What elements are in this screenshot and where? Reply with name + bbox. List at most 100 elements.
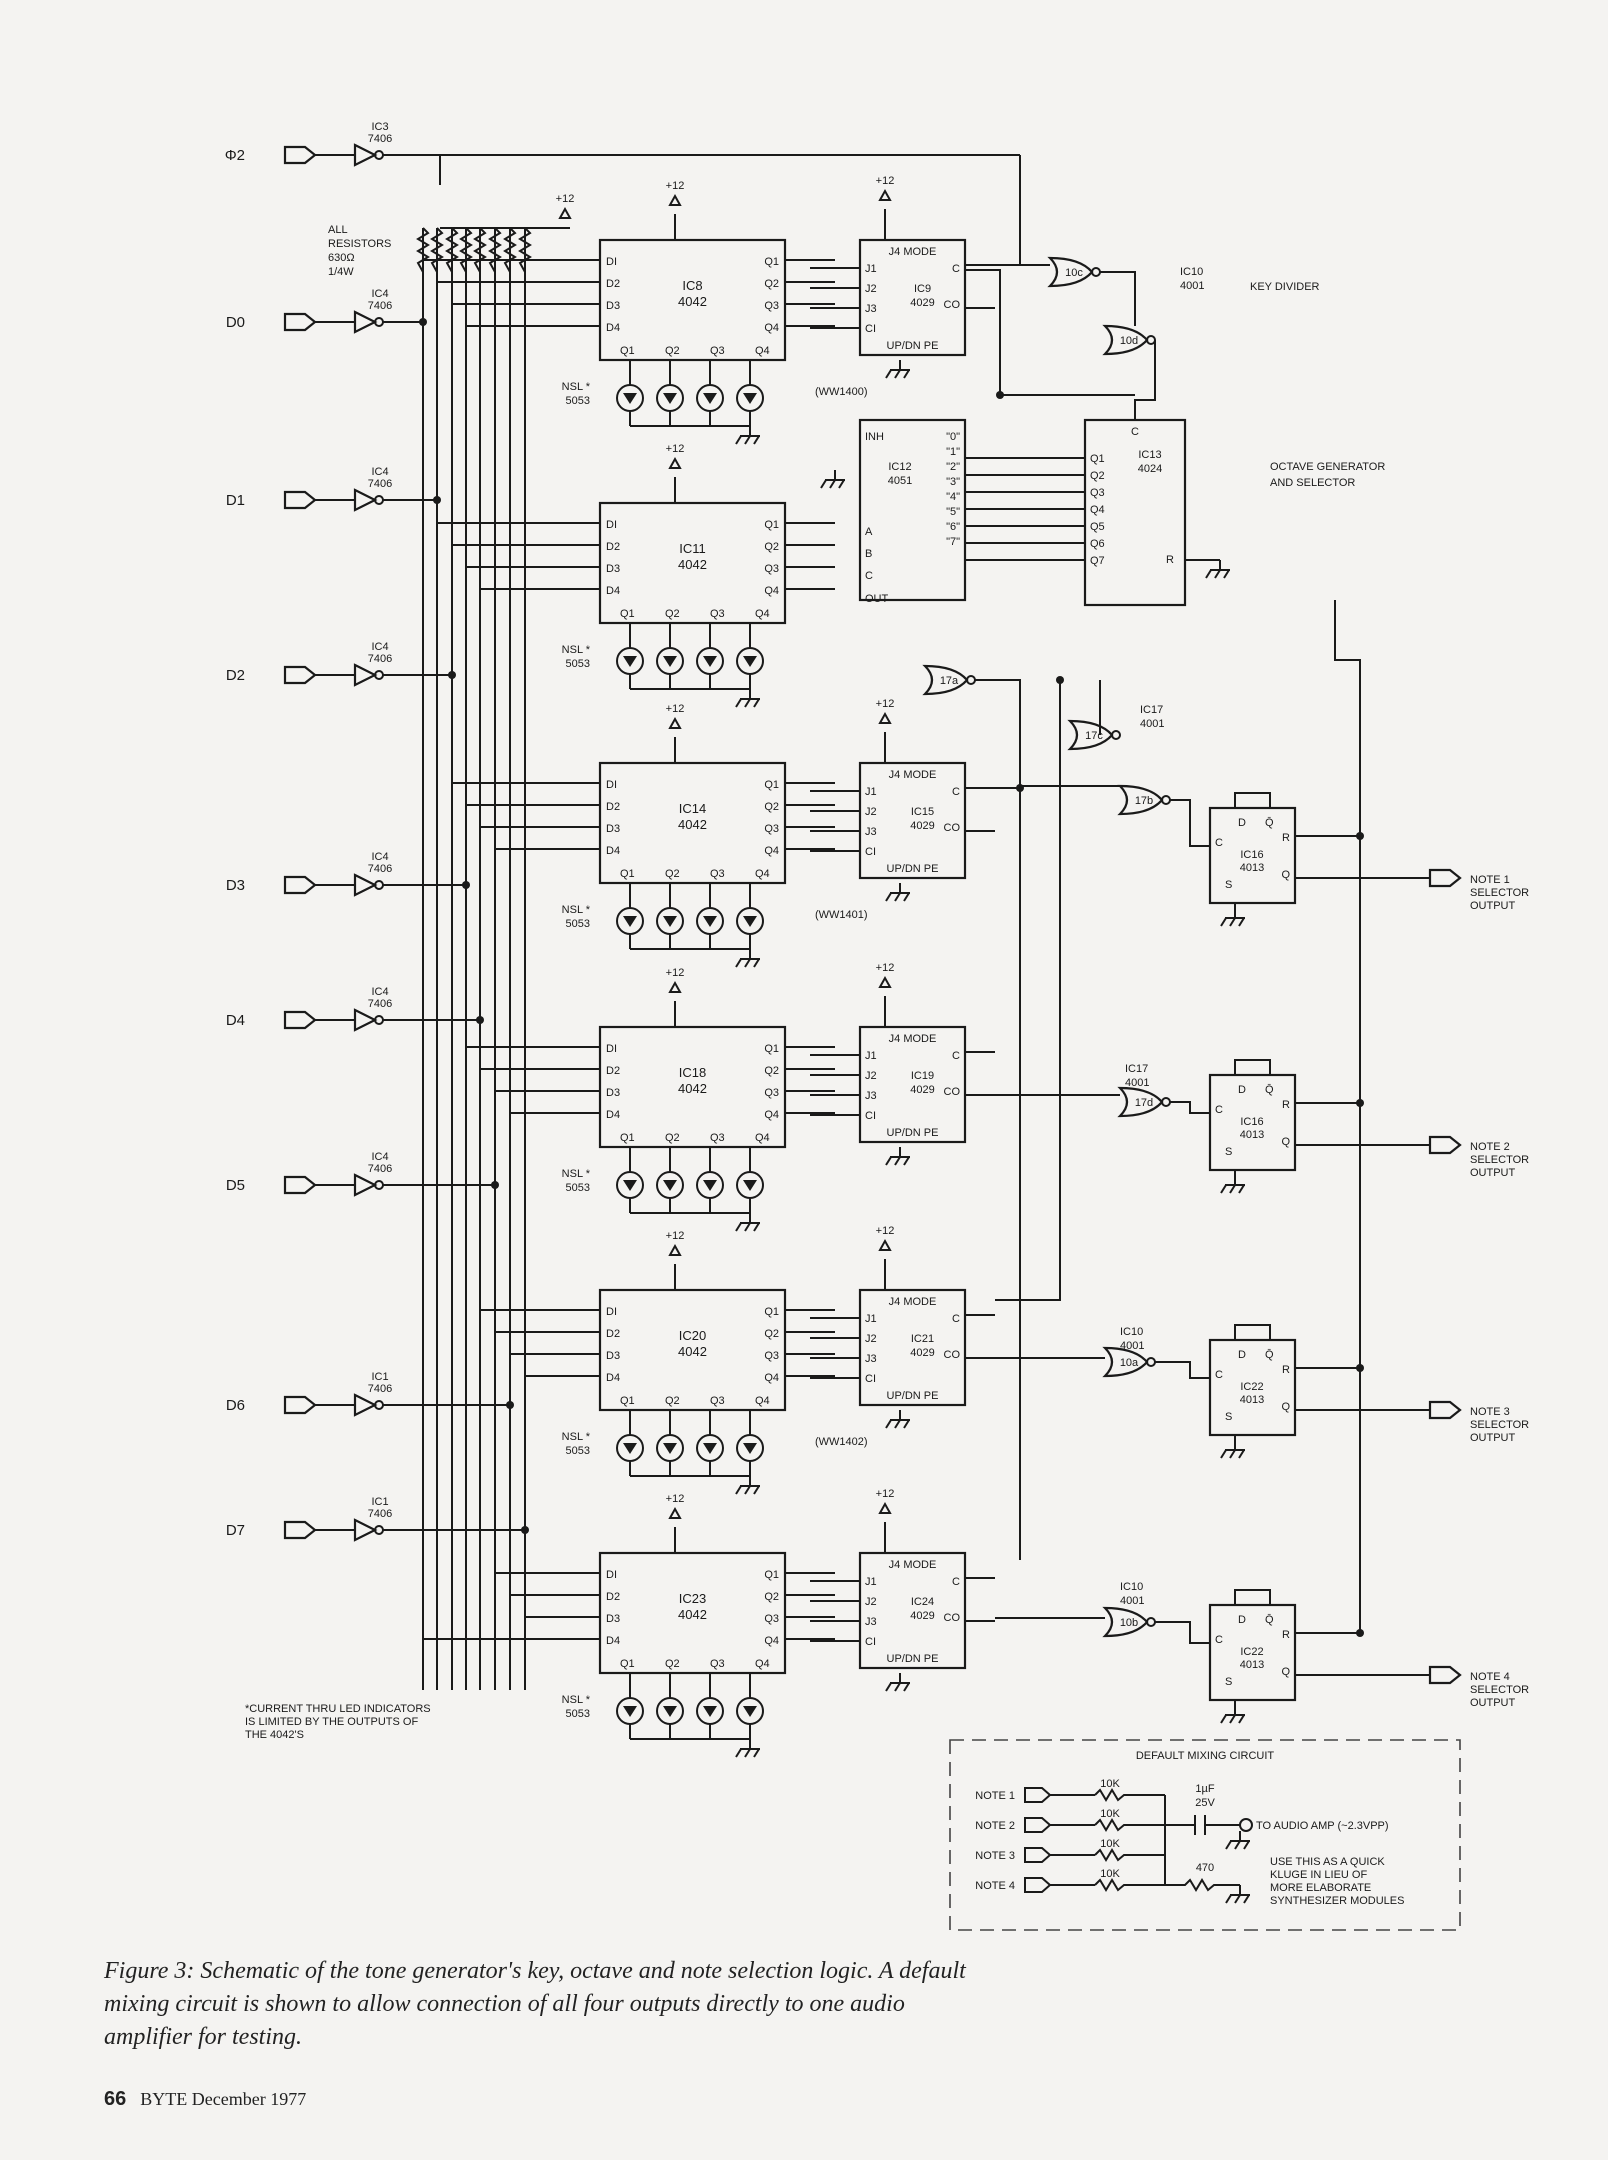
ground-hatch bbox=[1220, 917, 1227, 927]
latch-pin-bottom: Q3 bbox=[710, 345, 725, 357]
gate-part: 4001 bbox=[1140, 718, 1164, 730]
ff-ic: IC22 bbox=[1240, 1381, 1263, 1393]
gate-ic: IC17 bbox=[1125, 1063, 1148, 1075]
counter-ic: IC21 bbox=[911, 1333, 934, 1345]
junction-dot bbox=[1016, 784, 1024, 792]
mixer-resistor-label: 10K bbox=[1100, 1808, 1120, 1820]
latch-pin-left: D3 bbox=[606, 300, 620, 312]
latch-pin-left: D4 bbox=[606, 1635, 620, 1647]
ground-hatch bbox=[1225, 1894, 1232, 1904]
ff-feedback bbox=[1234, 792, 1271, 808]
ff-pin-qbar: Q̄ bbox=[1265, 1613, 1274, 1626]
octave-label: AND SELECTOR bbox=[1270, 477, 1355, 489]
latch-ic: IC14 bbox=[679, 801, 706, 816]
gate-17d bbox=[1117, 1086, 1164, 1118]
output-label: SELECTOR bbox=[1470, 1419, 1529, 1431]
ground-hatch bbox=[744, 1222, 751, 1232]
ground-hatch bbox=[829, 479, 836, 489]
ff-pin-qbar: Q̄ bbox=[1265, 1083, 1274, 1096]
logic-section: INHABCOUT"0""1""2""3""4""5""6""7"IC12405… bbox=[245, 256, 1529, 1741]
ground-hatch bbox=[1238, 1449, 1245, 1459]
led-diode-icon bbox=[743, 1443, 757, 1454]
junction-dot bbox=[996, 391, 1004, 399]
octave-line bbox=[995, 680, 1061, 1301]
ww-label: (WW1402) bbox=[815, 1436, 868, 1448]
g10a-out bbox=[1155, 1361, 1210, 1379]
ground-hatch bbox=[1238, 1184, 1245, 1194]
key-div-out bbox=[1134, 340, 1156, 420]
counter-pin-left: J2 bbox=[865, 283, 877, 295]
mixer-kluge-line: MORE ELABORATE bbox=[1270, 1882, 1371, 1894]
junction-dot bbox=[1356, 1629, 1364, 1637]
gate-part: 4001 bbox=[1120, 1595, 1144, 1607]
counter-ic: IC24 bbox=[911, 1596, 934, 1608]
latch-pin-bottom: Q4 bbox=[755, 1132, 770, 1144]
latch-pin-bottom: Q1 bbox=[620, 345, 635, 357]
ground-hatch bbox=[903, 1682, 910, 1692]
ground-hatch bbox=[1234, 1840, 1241, 1850]
footnote-line: IS LIMITED BY THE OUTPUTS OF bbox=[245, 1716, 418, 1728]
pullup-resistor-2 bbox=[445, 227, 459, 273]
output-label: SELECTOR bbox=[1470, 887, 1529, 899]
pullup-resistor-3 bbox=[459, 227, 473, 273]
ground-hatch bbox=[744, 1485, 751, 1495]
ff-pin-d: D bbox=[1238, 817, 1246, 829]
buffer-ic: IC4 bbox=[371, 288, 388, 300]
mux-pin-right: "7" bbox=[946, 536, 960, 548]
ground-hatch bbox=[753, 1748, 760, 1758]
counter-ic9 bbox=[858, 238, 967, 357]
led-diode-icon bbox=[703, 916, 717, 927]
counter-pin-left: CI bbox=[865, 1373, 876, 1385]
latch-pin-left: D4 bbox=[606, 845, 620, 857]
supply-label: +12 bbox=[666, 967, 685, 979]
ground-hatch bbox=[894, 1419, 901, 1429]
led-diode-icon bbox=[743, 1180, 757, 1191]
supply-label: +12 bbox=[666, 180, 685, 192]
counter-pin-co: CO bbox=[944, 1349, 961, 1361]
latch-ic: IC23 bbox=[679, 1591, 706, 1606]
ground-hatch bbox=[903, 369, 910, 379]
ic13-pin: Q6 bbox=[1090, 538, 1105, 550]
gate-label: 17b bbox=[1135, 795, 1153, 807]
mixer-kluge-line: USE THIS AS A QUICK bbox=[1270, 1856, 1385, 1868]
latch-ic: IC8 bbox=[682, 278, 702, 293]
buffer-7406 bbox=[353, 143, 378, 167]
pullup-resistor-6 bbox=[503, 227, 517, 273]
ground-hatch bbox=[735, 1222, 742, 1232]
buffer-ic: IC3 bbox=[371, 121, 388, 133]
led-part: 5053 bbox=[566, 918, 590, 930]
ground-hatch bbox=[735, 435, 742, 445]
led-diode-icon bbox=[623, 916, 637, 927]
ff-pin-r: R bbox=[1282, 1364, 1290, 1376]
latch-pin-bottom: Q1 bbox=[620, 868, 635, 880]
counter-pin-left: J1 bbox=[865, 1313, 877, 1325]
ic13-pin: Q4 bbox=[1090, 504, 1105, 516]
ff-feedback bbox=[1234, 1589, 1271, 1605]
buffer-part: 7406 bbox=[368, 1383, 392, 1395]
latch-pin-left: D2 bbox=[606, 1328, 620, 1340]
buffer-part: 7406 bbox=[368, 133, 392, 145]
octave-label: OCTAVE GENERATOR bbox=[1270, 461, 1385, 473]
led-diode-icon bbox=[743, 916, 757, 927]
ground-hatch bbox=[903, 1419, 910, 1429]
ground-hatch bbox=[735, 698, 742, 708]
ff-pin-d: D bbox=[1238, 1084, 1246, 1096]
led-part: 5053 bbox=[566, 395, 590, 407]
counter-ic24 bbox=[858, 1551, 967, 1670]
latch-part: 4042 bbox=[678, 1344, 707, 1359]
ground-hatch bbox=[753, 698, 760, 708]
ground-hatch bbox=[885, 892, 892, 902]
latch-pin-left: D3 bbox=[606, 823, 620, 835]
ff-pin-q: Q bbox=[1281, 1401, 1290, 1413]
latch-pin-right: Q4 bbox=[764, 1372, 779, 1384]
latch-pin-left: DI bbox=[606, 1306, 617, 1318]
counter-top-pins: J4 MODE bbox=[889, 246, 937, 258]
latch-pin-bottom: Q3 bbox=[710, 1395, 725, 1407]
counter-pin-left: J3 bbox=[865, 1090, 877, 1102]
counter-pin-left: J2 bbox=[865, 1596, 877, 1608]
supply-arrow bbox=[668, 716, 682, 729]
ground-hatch bbox=[744, 698, 751, 708]
counter-pin-left: J3 bbox=[865, 1353, 877, 1365]
buffer-ic: IC4 bbox=[371, 986, 388, 998]
ground-hatch bbox=[1229, 1714, 1236, 1724]
